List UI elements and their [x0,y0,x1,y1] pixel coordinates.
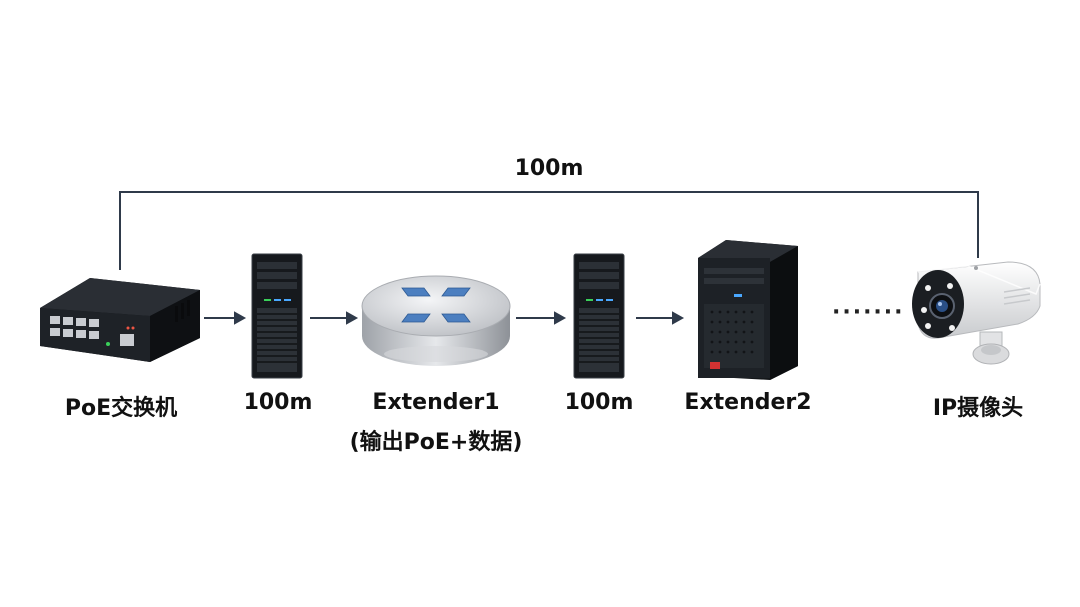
extender-disc-icon [361,275,511,366]
device-label-poe-switch: PoE交换机 [64,396,178,421]
pc-tower-icon [698,240,798,380]
poe-switch-icon [40,278,200,362]
top-bracket-line [119,191,979,270]
device-label-extender1: Extender1 [372,390,500,415]
top-distance-label: 100m [514,156,584,181]
arrow-4 [636,311,685,325]
ip-camera-icon [912,261,1041,365]
device-label-segment-1: 100m [243,390,313,415]
device-label-segment-2: 100m [564,390,634,415]
arrow-2 [310,311,359,325]
device-label-extender2: Extender2 [684,390,812,415]
device-label-ip-camera: IP摄像头 [932,396,1024,421]
arrow-1 [204,311,247,325]
device-sublabel-extender1: (输出PoE+数据) [349,430,523,455]
server-tower-icon [573,253,625,379]
arrow-3 [516,311,567,325]
continuation-dots: ······· [832,300,905,325]
server-tower-icon [251,253,303,379]
